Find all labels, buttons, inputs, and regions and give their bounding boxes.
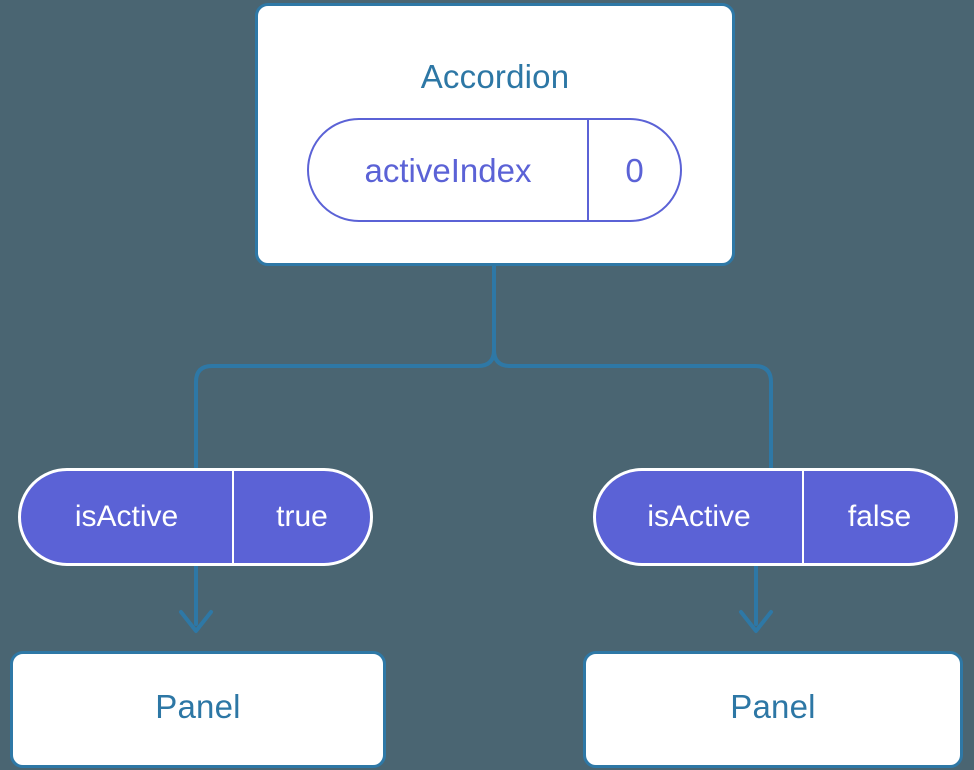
- prop-key-label: isActive: [596, 471, 804, 563]
- accordion-title: Accordion: [420, 58, 570, 95]
- panel-component-card-left[interactable]: Panel: [10, 651, 386, 768]
- prop-key-label: isActive: [21, 471, 234, 563]
- state-value-label: 0: [625, 151, 644, 189]
- panel-component-card-right[interactable]: Panel: [583, 651, 963, 768]
- state-key-label: activeIndex: [309, 120, 589, 220]
- state-pill-active-index[interactable]: activeIndex 0: [307, 118, 682, 222]
- prop-pill-is-active-false[interactable]: isActive false: [593, 468, 958, 566]
- panel-title: Panel: [155, 688, 241, 725]
- arrow-down-icon-right: [739, 564, 773, 633]
- prop-value-label: false: [847, 500, 912, 533]
- tree-edge-path: [194, 264, 496, 470]
- arrow-down-icon-left: [179, 564, 213, 633]
- tree-edge-path-right: [492, 264, 773, 470]
- prop-pill-is-active-true[interactable]: isActive true: [18, 468, 373, 566]
- panel-title: Panel: [730, 688, 816, 725]
- prop-value-label: true: [276, 500, 328, 533]
